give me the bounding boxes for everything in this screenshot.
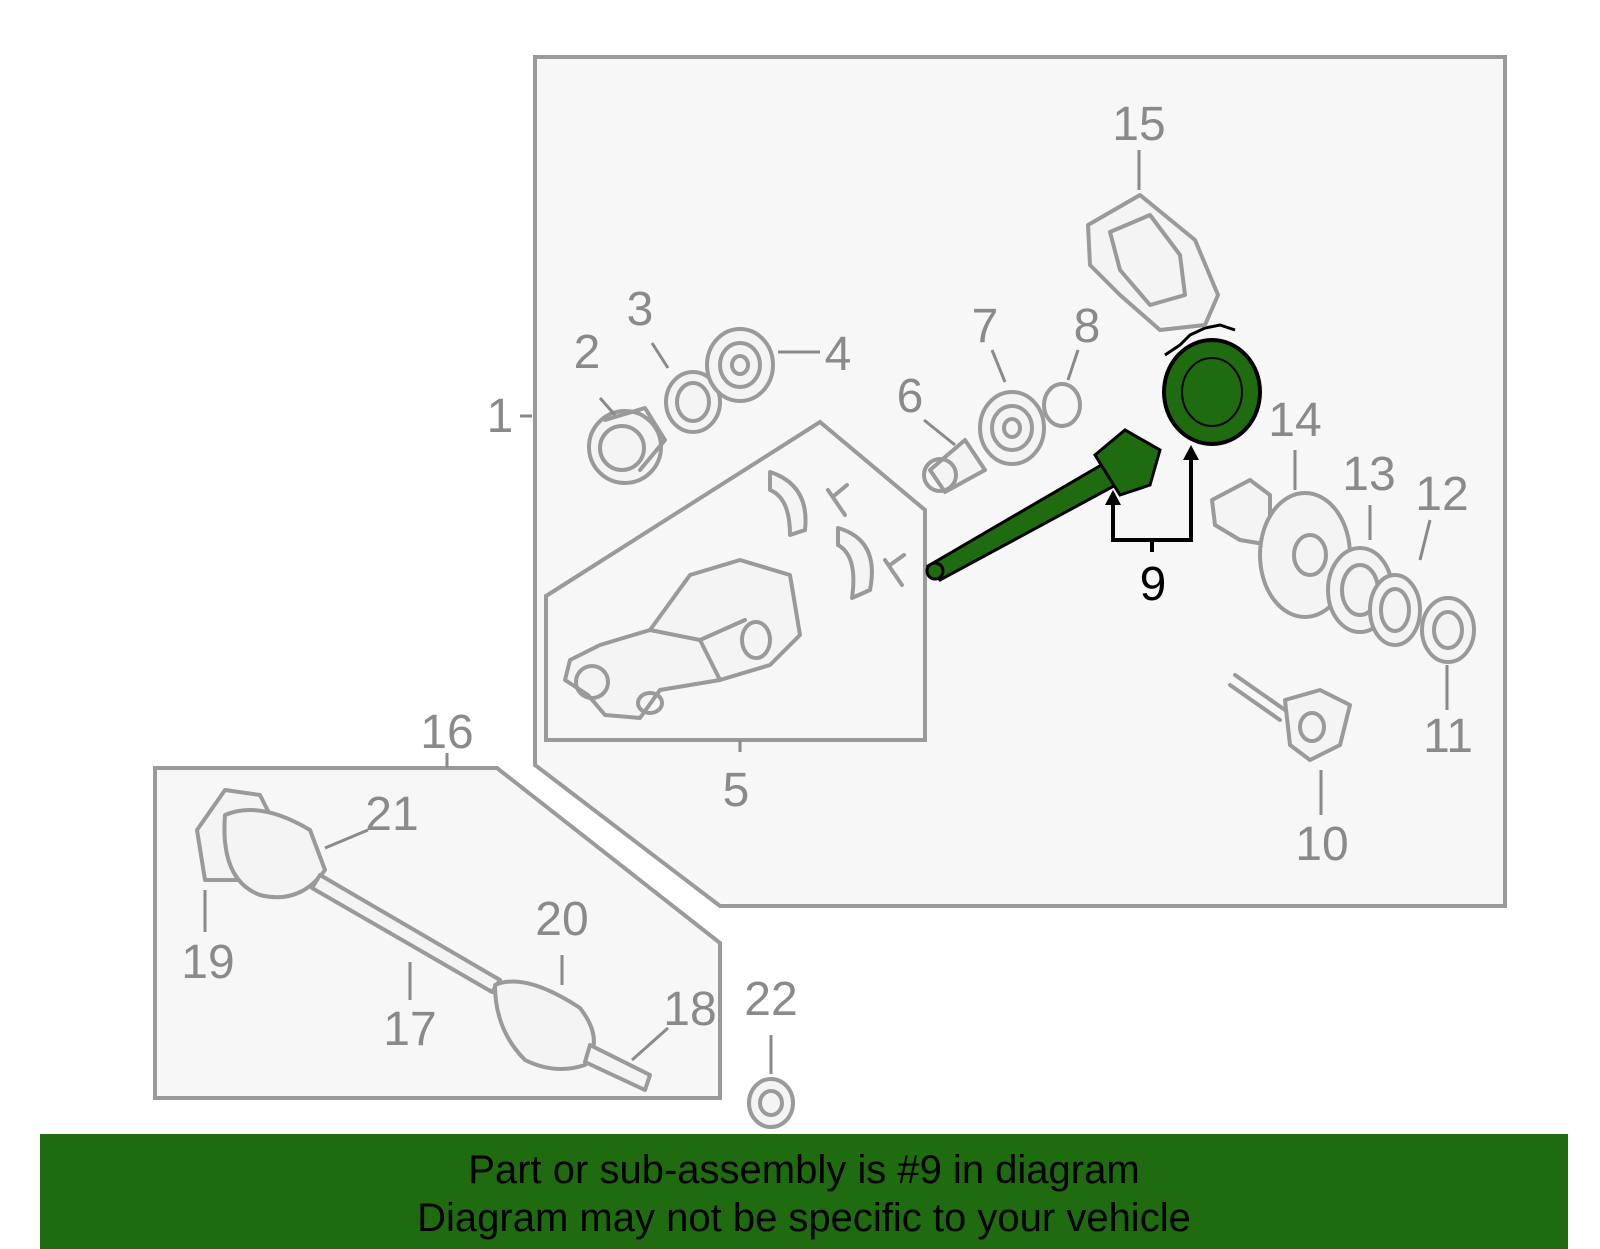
part-22-axle-nut[interactable] [747, 1077, 795, 1129]
callout-19: 19 [181, 936, 234, 989]
callout-10: 10 [1295, 818, 1348, 871]
banner-line-1: Part or sub-assembly is #9 in diagram [468, 1148, 1140, 1192]
parts-diagram: 1 2 3 4 5 6 7 8 9 10 11 12 13 14 15 16 1… [153, 55, 1507, 1129]
info-banner: Part or sub-assembly is #9 in diagram Di… [40, 1134, 1568, 1249]
part-4-bearing[interactable] [705, 327, 775, 403]
part-5-housing[interactable] [563, 558, 802, 720]
callout-6: 6 [897, 370, 924, 423]
banner-line-2: Diagram may not be specific to your vehi… [417, 1196, 1191, 1240]
callout-18: 18 [663, 983, 716, 1036]
callout-7: 7 [972, 300, 999, 353]
part-2-cv-joint[interactable] [587, 406, 667, 485]
callout-8: 8 [1074, 300, 1101, 353]
part-17-axle-shaft[interactable] [310, 873, 502, 994]
callout-15: 15 [1112, 98, 1165, 151]
leader-lines [203, 150, 1449, 1074]
callout-3: 3 [627, 283, 654, 336]
callout-22: 22 [744, 973, 797, 1026]
callout-12: 12 [1415, 468, 1468, 521]
callout-17: 17 [383, 1003, 436, 1056]
callout-14: 14 [1268, 394, 1321, 447]
part-11-seal[interactable] [1420, 596, 1476, 664]
callout-20: 20 [535, 893, 588, 946]
callout-13: 13 [1342, 448, 1395, 501]
callout-labels: 1 2 3 4 5 6 7 8 9 10 11 12 13 14 15 16 1… [181, 98, 1473, 1056]
callout-4: 4 [825, 328, 852, 381]
callout-11: 11 [1423, 710, 1473, 763]
part-7-bearing[interactable] [978, 390, 1046, 466]
part-9-ring-and-pinion[interactable] [925, 323, 1262, 582]
part-3-seal-ring[interactable] [664, 370, 722, 434]
part-10-output-flange[interactable] [1228, 673, 1352, 762]
part-5-bearing-cap-upper[interactable] [768, 470, 849, 537]
part-12-race[interactable] [1368, 573, 1422, 647]
part-15-cover[interactable] [1086, 193, 1220, 332]
callout-21: 21 [365, 788, 418, 841]
callout-16: 16 [420, 706, 473, 759]
part-21-inner-boot[interactable] [222, 808, 327, 900]
part-8-shim[interactable] [1042, 382, 1082, 428]
callout-9: 9 [1140, 558, 1167, 611]
callout-5: 5 [723, 764, 750, 817]
part-6-spacer[interactable] [922, 438, 987, 494]
callout-1: 1 [487, 390, 514, 443]
part-20-outer-boot[interactable] [493, 979, 596, 1071]
part-5-bearing-cap-lower[interactable] [836, 526, 906, 600]
part-18-stub-shaft[interactable] [583, 1043, 652, 1092]
callout-2: 2 [574, 326, 601, 379]
